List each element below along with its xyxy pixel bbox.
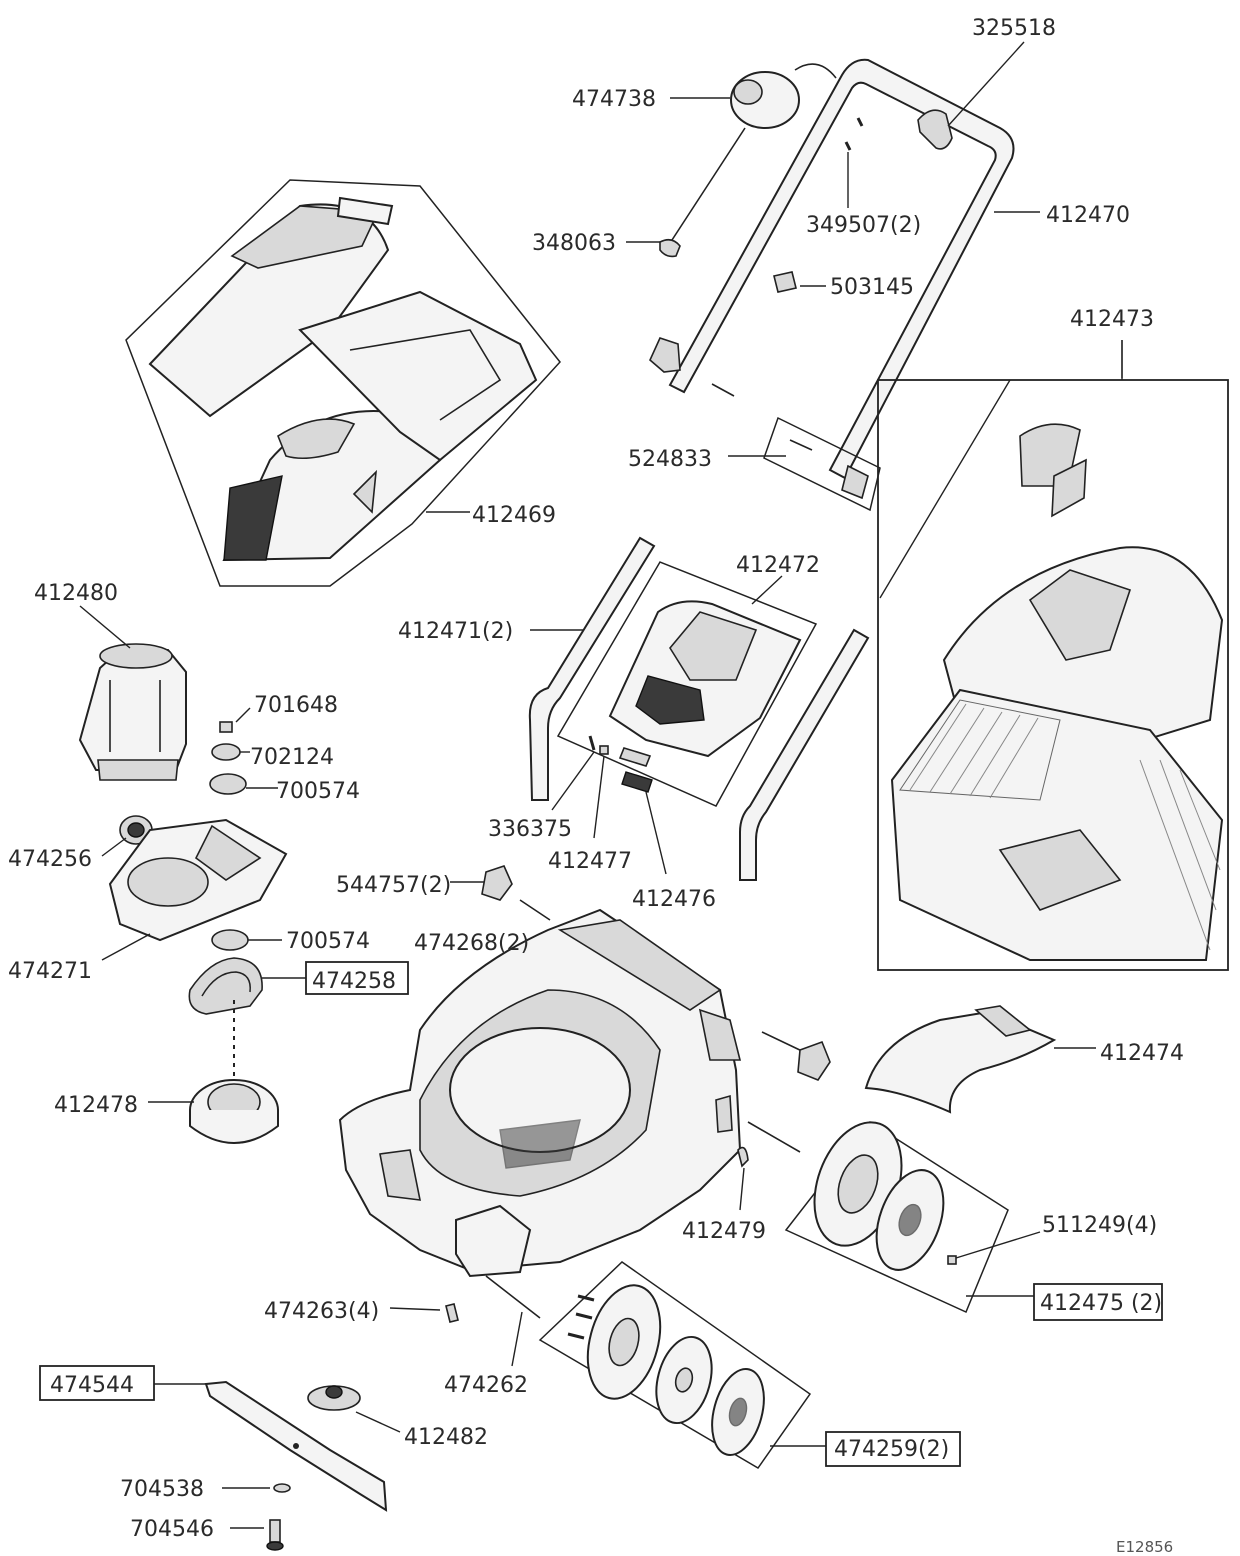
washer-704538 [273, 1483, 291, 1493]
label-474263: 474263(4) [264, 1299, 379, 1324]
label-336375: 336375 [488, 817, 572, 842]
label-704546: 704546 [130, 1517, 214, 1542]
label-474268: 474268(2) [414, 931, 529, 956]
label-349507: 349507(2) [806, 213, 921, 238]
cable-clip-348063 [659, 238, 681, 258]
screws-349507 [844, 117, 864, 151]
grass-bag-412473 [877, 340, 1229, 971]
mower-deck [338, 908, 742, 1278]
knob-544757 [481, 865, 551, 921]
label-348063: 348063 [532, 231, 616, 256]
label-412479: 412479 [682, 1219, 766, 1244]
label-474258: 474258 [312, 969, 396, 994]
leader-lines [101, 41, 1123, 1529]
label-474544: 474544 [50, 1373, 134, 1398]
label-412477: 412477 [548, 849, 632, 874]
label-700574-upper: 700574 [276, 779, 360, 804]
bag-mesh [899, 699, 1221, 951]
label-412472: 412472 [736, 553, 820, 578]
screw-474263 [445, 1303, 459, 1323]
label-412469: 412469 [472, 503, 556, 528]
label-474738: 474738 [572, 87, 656, 112]
handle-bolt-right [761, 1031, 831, 1081]
label-701648: 701648 [254, 693, 338, 718]
axle-474262 [485, 1275, 541, 1367]
label-474259: 474259(2) [834, 1437, 949, 1462]
label-412473: 412473 [1070, 307, 1154, 332]
label-544757: 544757(2) [336, 873, 451, 898]
label-412482: 412482 [404, 1425, 488, 1450]
label-702124: 702124 [250, 745, 334, 770]
label-412478: 412478 [54, 1093, 138, 1118]
part-labels: 325518 474738 412470 349507(2) 348063 50… [8, 16, 1184, 1556]
rear-wheel-412475 [784, 1121, 1041, 1314]
switch-box-474738 [671, 63, 837, 241]
label-474256: 474256 [8, 847, 92, 872]
side-tube-left-412471 [528, 536, 656, 801]
blade-474544 [204, 1380, 388, 1512]
front-wheel-474259 [538, 1261, 812, 1469]
label-325518: 325518 [972, 16, 1056, 41]
label-704538: 704538 [120, 1477, 204, 1502]
label-412474: 412474 [1100, 1041, 1184, 1066]
label-412475: 412475 (2) [1040, 1291, 1162, 1316]
label-412476: 412476 [632, 887, 716, 912]
motor-412480 [78, 605, 187, 781]
cable-bracket-325518 [917, 109, 953, 150]
blade-adapter-412482 [307, 1385, 361, 1411]
drawing-reference: E12856 [1116, 1538, 1173, 1556]
side-tube-right-412471 [739, 628, 870, 881]
label-700574-lower: 700574 [286, 929, 370, 954]
belt-474258 [188, 957, 263, 1015]
label-boxes [39, 961, 1163, 1467]
handle-lower-524833 [649, 337, 881, 512]
small-parts-panel [551, 735, 667, 875]
pulley-412478 [189, 1079, 279, 1144]
control-panel-412472 [556, 561, 818, 807]
label-503145: 503145 [830, 275, 914, 300]
label-511249: 511249(4) [1042, 1213, 1157, 1238]
clip-503145 [773, 271, 797, 293]
motor-plate-474271 [101, 818, 288, 961]
label-412480: 412480 [34, 581, 118, 606]
washers [209, 721, 249, 951]
bolt-704546 [266, 1519, 284, 1551]
label-412471: 412471(2) [398, 619, 513, 644]
label-524833: 524833 [628, 447, 712, 472]
axle-412479 [737, 1121, 801, 1211]
label-474262: 474262 [444, 1373, 528, 1398]
handle-412470 [668, 58, 1015, 480]
label-412470: 412470 [1046, 203, 1130, 228]
label-474271: 474271 [8, 959, 92, 984]
top-cover-412469 [125, 179, 561, 587]
flap-412474 [864, 1005, 1057, 1114]
